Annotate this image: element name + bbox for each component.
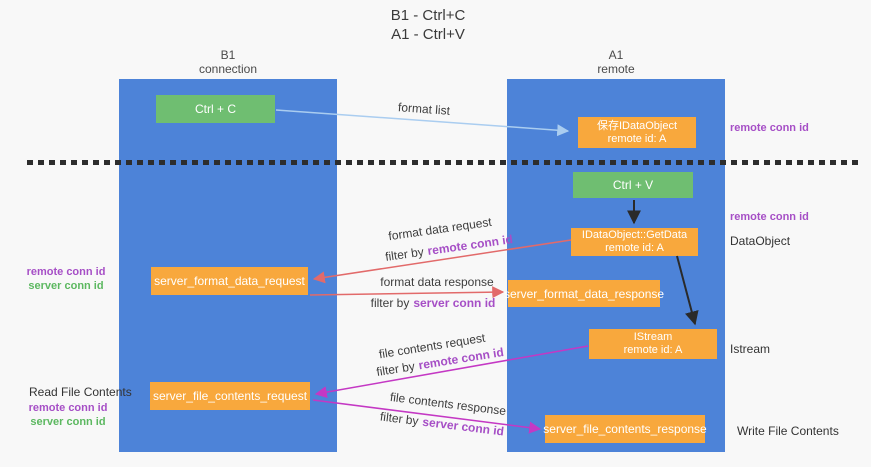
format-data-response-label: format data response — [380, 275, 493, 289]
annotation-dataobject: DataObject — [730, 234, 791, 248]
annotation-server-conn-id-left-1: server conn id — [28, 280, 104, 292]
server-format-data-response-label: server_format_data_response — [503, 286, 665, 301]
server-file-contents-request-label: server_file_contents_request — [152, 389, 308, 403]
node-server-format-data-request: server_format_data_request — [151, 267, 308, 295]
save-idataobject-line1: 保存IDataObject — [596, 119, 678, 132]
annotation-remote-conn-id-mid-right: remote conn id — [730, 211, 809, 223]
title-line-1: B1 - Ctrl+C — [390, 7, 466, 24]
annotation-conn-ids-left-2: remote conn id server conn id — [24, 401, 112, 429]
ctrl-c-label: Ctrl + C — [194, 102, 236, 116]
annotation-remote-conn-id-top-right: remote conn id — [730, 122, 809, 134]
format-list-text: format list — [397, 100, 451, 118]
getdata-line1: IDataObject::GetData — [581, 229, 688, 241]
filter-by-text: filter by — [370, 296, 410, 310]
node-server-file-contents-response: server_file_contents_response — [543, 415, 707, 443]
lane-right-name: A1 — [608, 48, 624, 62]
lane-header-left: B1 connection — [119, 48, 337, 76]
node-ctrl-c: Ctrl + C — [156, 95, 275, 123]
dashed-separator — [27, 160, 863, 165]
lane-header-right: A1 remote — [507, 48, 725, 76]
annotation-read-file-contents: Read File Contents — [29, 385, 132, 399]
lane-left-role: connection — [198, 62, 258, 76]
annotation-conn-ids-left-1: remote conn id server conn id — [22, 265, 110, 293]
title-line-2: A1 - Ctrl+V — [391, 26, 465, 43]
annotation-write-file-contents: Write File Contents — [737, 424, 839, 438]
annotation-remote-conn-id-left-2: remote conn id — [28, 402, 108, 414]
istream-line2: remote id: A — [623, 344, 683, 356]
annotation-server-conn-id-left-2: server conn id — [30, 416, 106, 428]
filter-by-text: filter by — [379, 409, 420, 429]
node-istream: IStream remote id: A — [589, 329, 717, 359]
format-data-response-arrow — [309, 286, 505, 299]
getdata-line2: remote id: A — [605, 242, 664, 254]
annotation-istream: Istream — [730, 342, 771, 356]
node-server-file-contents-request: server_file_contents_request — [150, 382, 310, 410]
filter-by-text: filter by — [384, 244, 425, 264]
node-save-idataobject: 保存IDataObject remote id: A — [578, 117, 696, 148]
server-format-data-request-label: server_format_data_request — [154, 274, 305, 288]
node-idataobject-getdata: IDataObject::GetData remote id: A — [571, 228, 698, 256]
format-list-label: format list — [398, 100, 451, 118]
annotation-remote-conn-id-left-1: remote conn id — [26, 266, 106, 278]
filter-by-text: filter by — [375, 359, 416, 379]
lane-left-name: B1 — [220, 48, 236, 62]
istream-line1: IStream — [633, 331, 673, 343]
server-conn-id-text: server conn id — [413, 296, 496, 310]
format-data-response-text: format data response — [380, 275, 494, 289]
node-ctrl-v: Ctrl + V — [573, 172, 693, 198]
lane-right-role: remote — [597, 62, 635, 76]
save-idataobject-line2: remote id: A — [607, 132, 667, 145]
node-server-format-data-response: server_format_data_response — [504, 280, 664, 307]
server-conn-id-text: server conn id — [421, 414, 505, 439]
format-data-response-filter-label: filter by server conn id — [371, 296, 496, 310]
diagram-title: B1 - Ctrl+C A1 - Ctrl+V — [278, 6, 578, 44]
server-file-contents-response-label: server_file_contents_response — [543, 422, 707, 436]
ctrl-v-label: Ctrl + V — [612, 178, 654, 192]
